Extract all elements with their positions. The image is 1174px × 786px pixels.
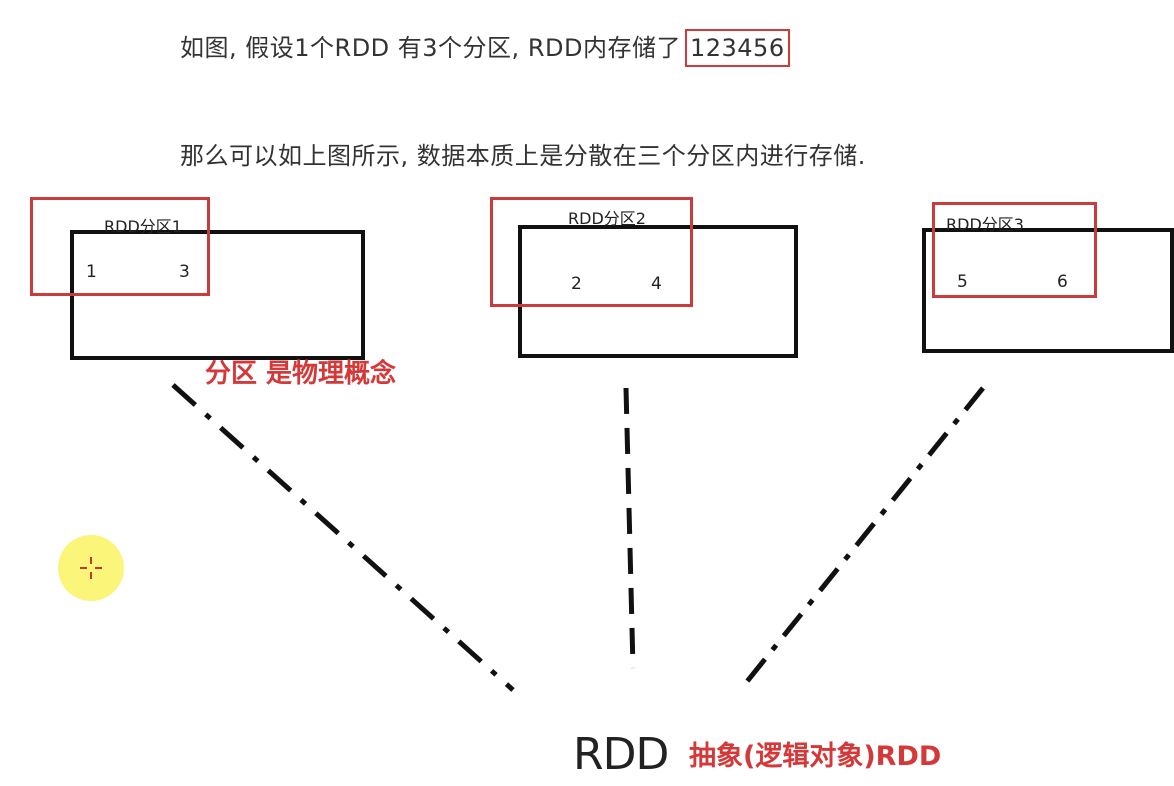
partition-highlight-2 <box>490 197 693 307</box>
cursor-highlight <box>58 535 124 601</box>
connector-line-1 <box>171 383 515 692</box>
partition-3-value-1: 5 <box>957 272 968 292</box>
rdd-label: RDD <box>573 729 669 780</box>
partition-highlight-3 <box>932 202 1097 298</box>
intro-text-line-2: 那么可以如上图所示, 数据本质上是分散在三个分区内进行存储. <box>180 142 866 170</box>
partition-1-value-1: 1 <box>86 262 97 282</box>
logical-object-note: 抽象(逻辑对象)RDD <box>689 741 942 772</box>
partition-2-value-1: 2 <box>571 274 582 294</box>
partition-3-value-2: 6 <box>1057 272 1068 292</box>
highlighted-values: 123456 <box>684 29 790 67</box>
cursor-crosshair-icon <box>80 557 102 579</box>
connector-line-3 <box>743 386 985 686</box>
partition-box-2 <box>518 225 798 358</box>
physical-concept-note: 分区 是物理概念 <box>205 359 397 389</box>
partition-2-value-2: 4 <box>651 274 662 294</box>
partition-box-3 <box>922 228 1174 353</box>
partition-label-1: RDD分区1 <box>104 217 182 236</box>
partition-label-3: RDD分区3 <box>946 215 1024 234</box>
partition-1-value-2: 3 <box>179 262 190 282</box>
connector-line-2 <box>623 387 636 669</box>
intro-text-prefix: 如图, 假设1个RDD 有3个分区, RDD内存储了 <box>180 34 681 62</box>
partition-label-2: RDD分区2 <box>568 209 646 228</box>
partition-highlight-1 <box>30 197 210 296</box>
